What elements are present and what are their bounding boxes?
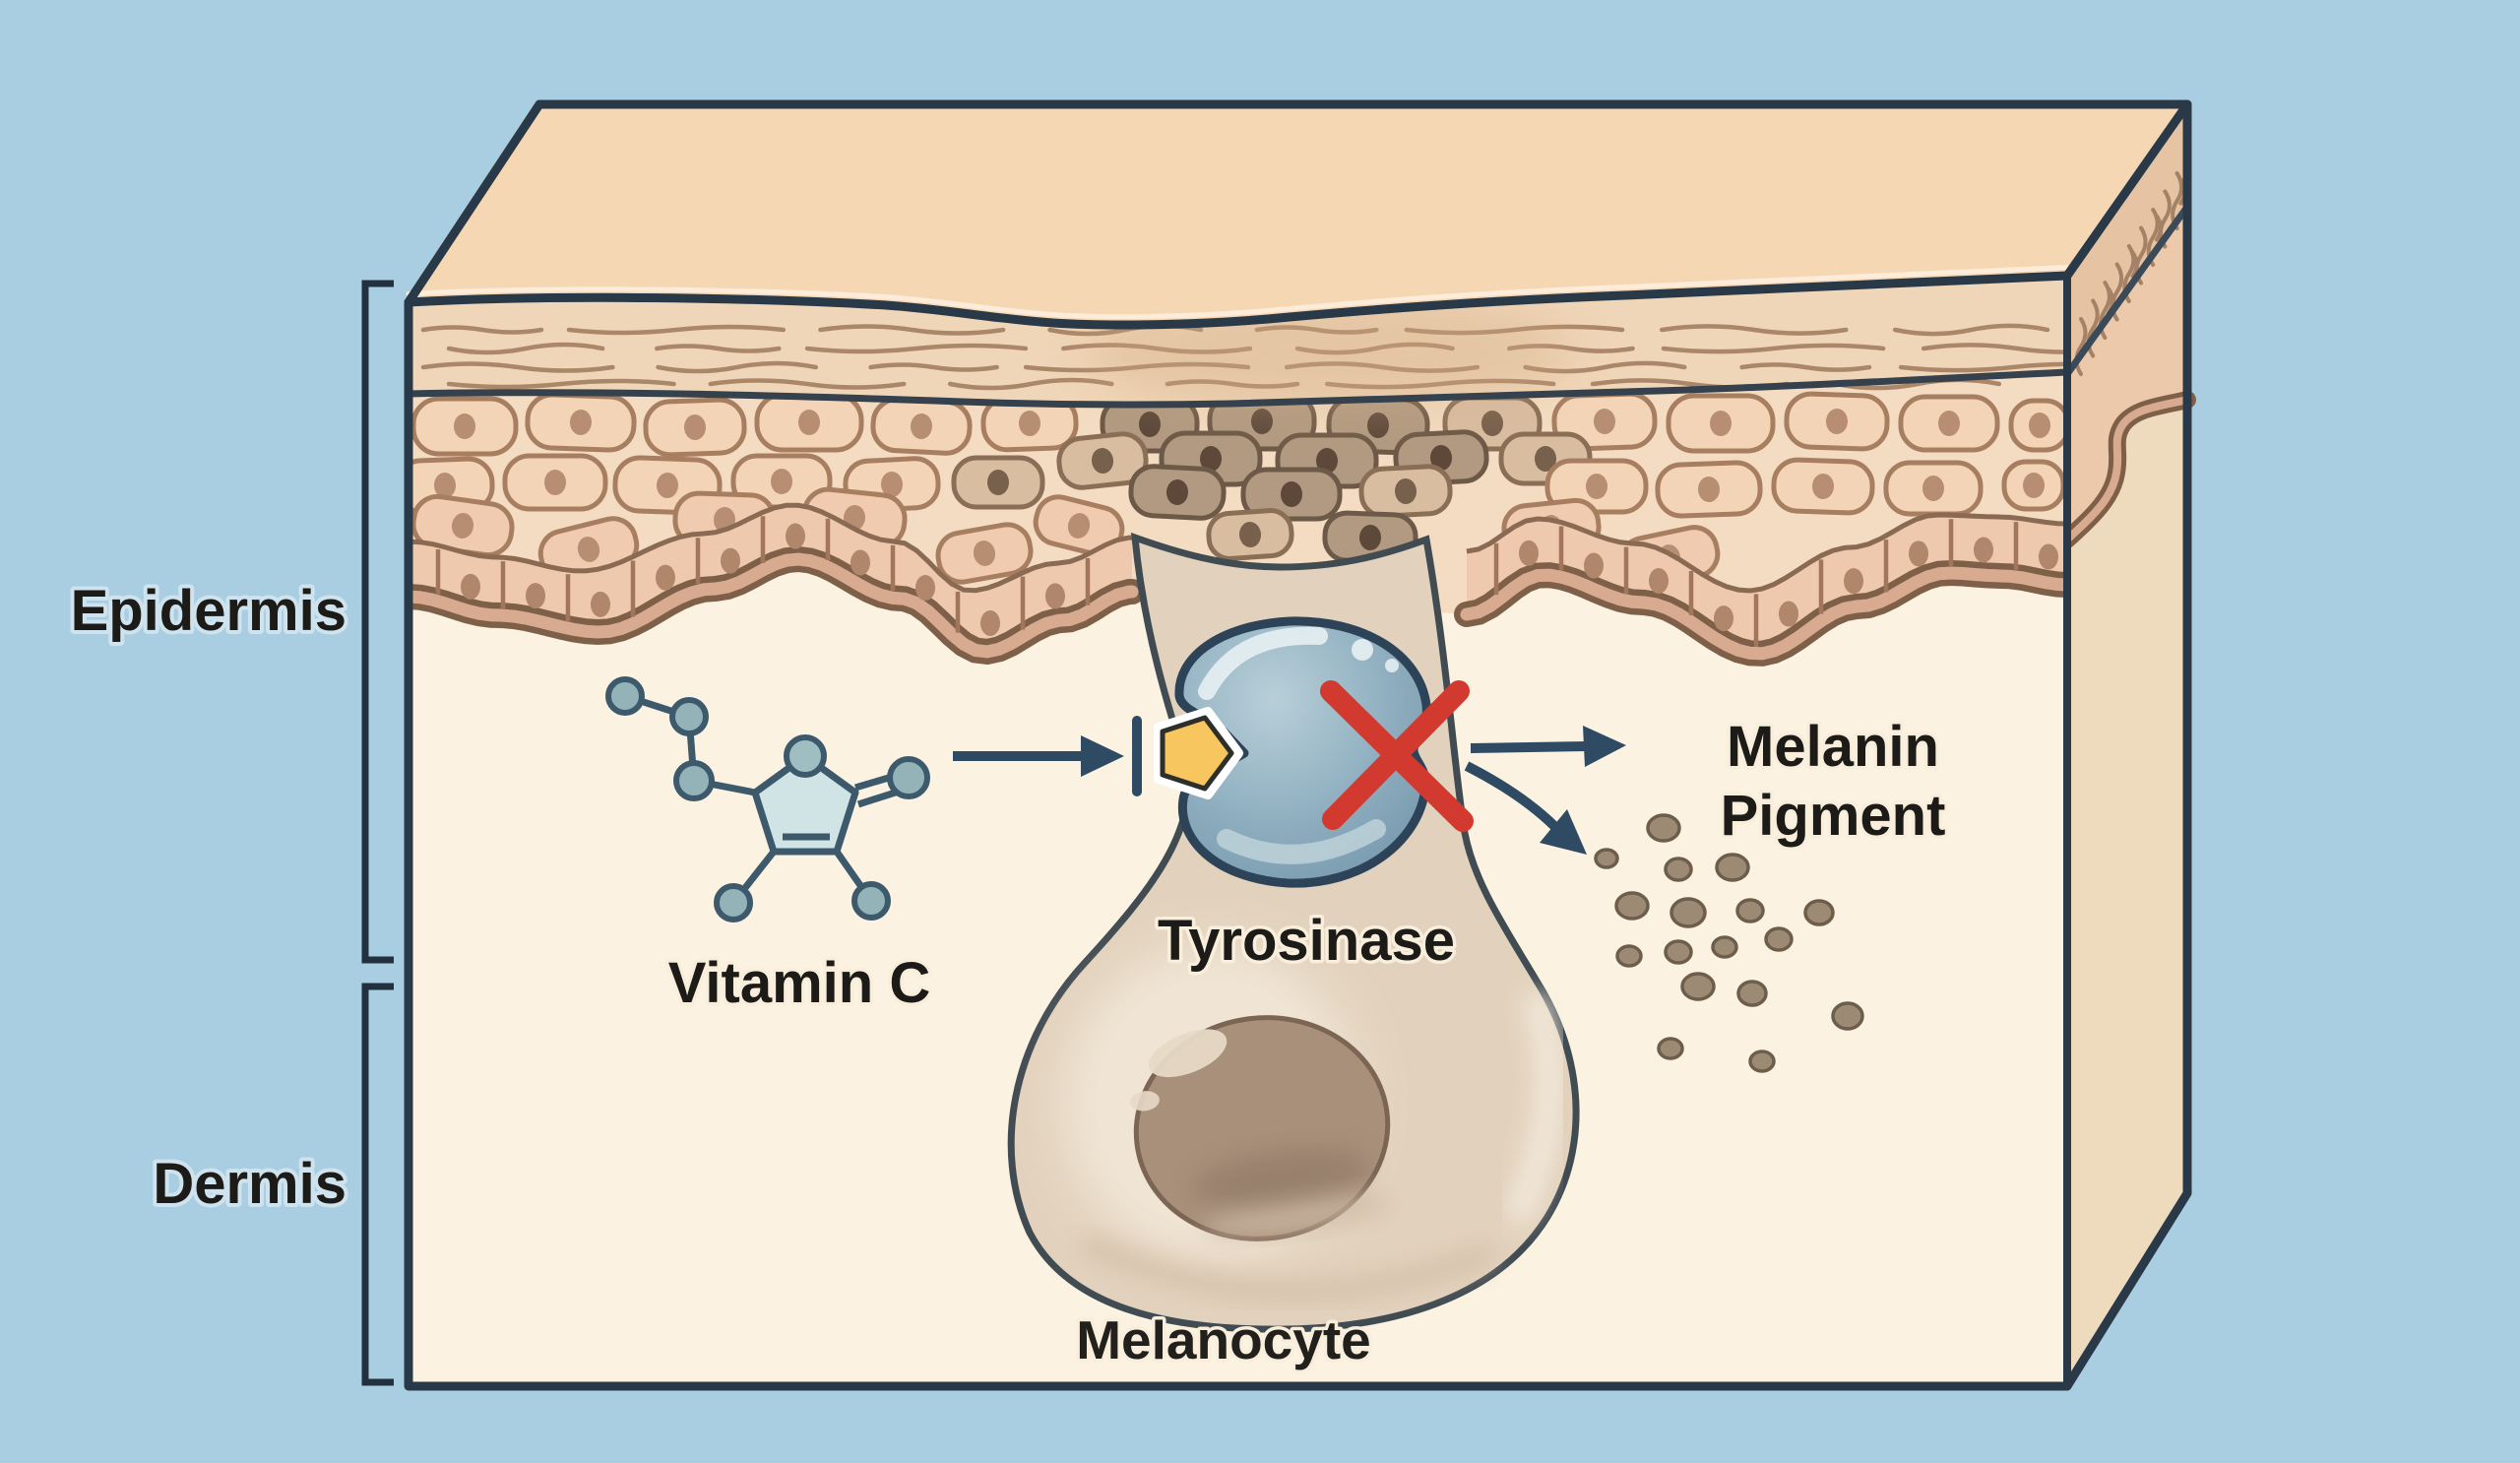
blocked-x-icon bbox=[1320, 680, 1474, 832]
enzyme-highlight-streak bbox=[1198, 626, 1328, 700]
nucleus-highlight-1 bbox=[1148, 1029, 1228, 1078]
melanin-granules-icon bbox=[1594, 813, 1864, 1073]
stratum-corneum bbox=[409, 276, 2067, 412]
molecule-atoms bbox=[605, 676, 930, 922]
block-side-face bbox=[2058, 106, 2196, 1386]
nucleus-bottom-shade bbox=[1192, 1149, 1369, 1206]
arrowhead-icon bbox=[1583, 726, 1626, 767]
side-basement-membrane-core bbox=[2063, 396, 2191, 543]
arrow-vitaminc-to-enzyme bbox=[953, 735, 1124, 777]
melanocyte-nucleus bbox=[1130, 1015, 1391, 1241]
block-edges bbox=[404, 99, 2192, 1391]
nucleus-highlight-2 bbox=[1130, 1091, 1160, 1112]
melanocyte-bottom-shadow bbox=[1078, 1233, 1496, 1303]
right-face-edges bbox=[2062, 99, 2192, 1391]
skin-surface-line bbox=[404, 271, 2072, 330]
nucleus-bottom-light bbox=[1203, 1194, 1391, 1236]
tyrosinase-enzyme-group bbox=[1132, 616, 1474, 888]
enzyme-highlight-dot2 bbox=[1385, 659, 1399, 672]
basal-layer bbox=[409, 502, 2067, 667]
molecule-ring bbox=[751, 752, 859, 856]
melanin-pigment-label-line1: Melanin bbox=[1727, 715, 1939, 779]
epidermis-label: Epidermis bbox=[71, 579, 346, 643]
top-face-edges bbox=[404, 99, 2192, 307]
dermis-label: Dermis bbox=[153, 1152, 346, 1216]
epidermis-bracket bbox=[361, 280, 394, 964]
block-top-face bbox=[409, 104, 2187, 325]
arrowhead-icon bbox=[1081, 735, 1124, 777]
dermis-bracket bbox=[361, 983, 394, 1386]
vitamin-c-label: Vitamin C bbox=[668, 951, 930, 1015]
tyrosinase-label: Tyrosinase bbox=[1158, 909, 1455, 973]
enzyme-bottom-light bbox=[1217, 819, 1386, 864]
side-corneum-boundary bbox=[2064, 204, 2190, 377]
front-left-bottom-edges bbox=[404, 297, 2072, 1391]
melanocyte-right-highlight bbox=[1503, 989, 1564, 1225]
surface-highlight-line bbox=[406, 265, 2070, 319]
vitamin-c-molecule-icon bbox=[605, 676, 930, 922]
enzyme-highlight-dot1 bbox=[1352, 639, 1373, 661]
arrowhead-icon bbox=[1540, 809, 1587, 855]
arrow-enzyme-to-melanin bbox=[1470, 726, 1626, 767]
skin-block bbox=[404, 99, 2196, 1391]
layer-brackets bbox=[361, 280, 394, 1386]
arrow-enzyme-to-granules bbox=[1464, 761, 1587, 855]
pathway-arrows bbox=[953, 726, 1626, 855]
epidermis-cells bbox=[409, 391, 2067, 590]
melanocyte-label: Melanocyte bbox=[1076, 1309, 1371, 1370]
corneum-boundary-line bbox=[409, 368, 2067, 409]
substrate-pentagon-icon bbox=[1154, 707, 1243, 799]
melanin-pigment-label-line2: Pigment bbox=[1721, 784, 1946, 848]
melanocyte-cell bbox=[1007, 532, 1580, 1333]
block-front-face bbox=[409, 276, 2067, 1386]
